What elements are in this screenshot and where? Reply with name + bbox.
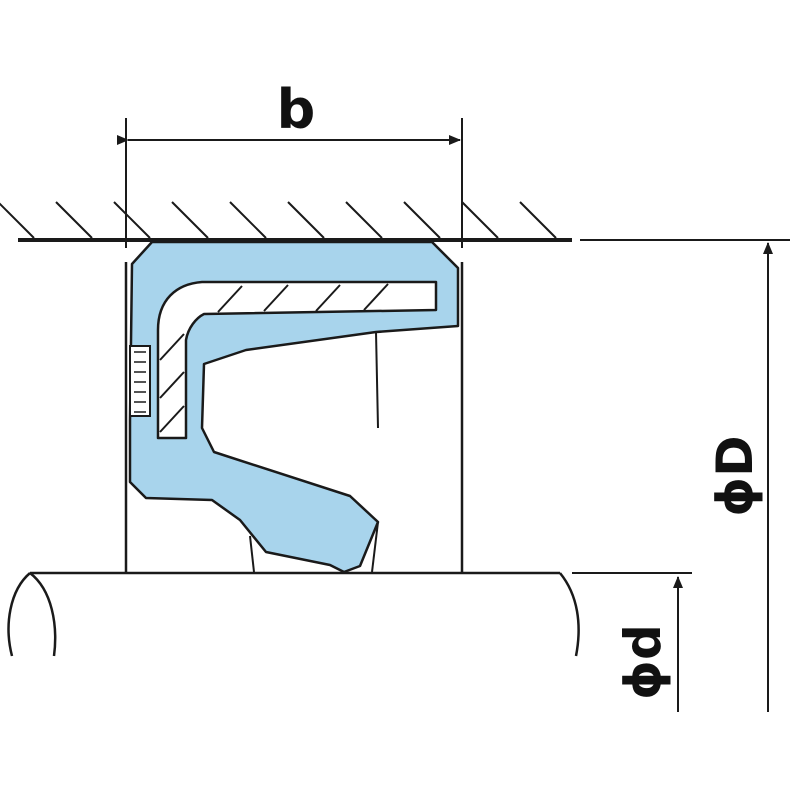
dimension-shaft-diameter <box>572 572 692 712</box>
seal-bore-walls <box>124 262 464 573</box>
dimension-outer-diameter <box>580 239 790 712</box>
width-label-b: b <box>277 78 316 141</box>
housing-surface <box>0 201 572 242</box>
garter-spring <box>129 345 151 417</box>
dimension-width <box>117 118 463 248</box>
housing-hatching <box>0 201 557 239</box>
shaft <box>7 571 580 657</box>
seal-lip-details <box>249 331 379 573</box>
outer-diameter-label: ϕD <box>706 435 764 516</box>
metal-case-hatching <box>159 283 389 433</box>
seal-rubber-body <box>128 240 460 574</box>
metal-case-insert <box>156 280 438 440</box>
garter-spring-ticks <box>134 351 146 413</box>
shaft-diameter-label: ϕd <box>614 624 672 700</box>
